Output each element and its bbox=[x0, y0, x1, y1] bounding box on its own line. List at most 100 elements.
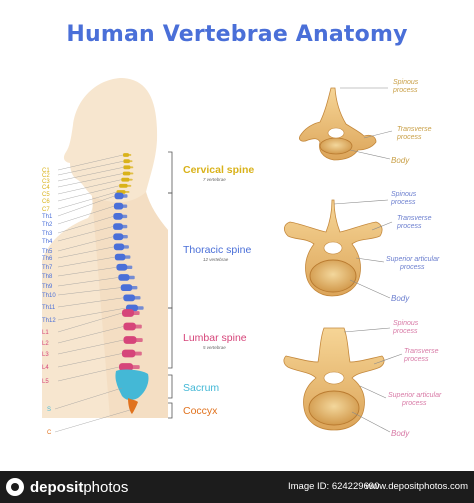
leader-line bbox=[57, 185, 120, 202]
vertebra-label-c2: C2 bbox=[42, 173, 50, 179]
vertebra-label-th9: Th9 bbox=[42, 284, 53, 290]
spinous-process-th1 bbox=[122, 194, 128, 198]
cervical-sub: 7 vertebrae bbox=[203, 177, 226, 182]
leader-line bbox=[57, 161, 124, 176]
leader-line bbox=[57, 206, 114, 225]
leader-line bbox=[57, 226, 114, 242]
page-title: Human Vertebrae Anatomy bbox=[66, 22, 408, 47]
vertebra-l3 bbox=[123, 336, 137, 344]
spinous-process-l1 bbox=[133, 311, 140, 315]
leader-line bbox=[57, 236, 114, 252]
footer-bar: depositphotos Image ID: 624229690 www.de… bbox=[0, 471, 474, 503]
spinous-process-c3 bbox=[129, 166, 134, 169]
vertebra-th8 bbox=[116, 263, 128, 271]
vertebra-th11 bbox=[123, 294, 135, 302]
leader-line bbox=[57, 277, 119, 287]
vertebra-l2 bbox=[123, 322, 136, 331]
spinous-process-c1 bbox=[128, 154, 132, 156]
vertebra-l5 bbox=[119, 363, 133, 371]
lumbar-sub: 5 vertebrae bbox=[203, 345, 226, 350]
leader-line bbox=[57, 246, 114, 259]
leader-line bbox=[57, 312, 123, 333]
spinous-process-th5 bbox=[122, 235, 128, 239]
leader-line bbox=[57, 267, 117, 277]
spine bbox=[113, 153, 149, 414]
spinous-process-c4 bbox=[129, 172, 134, 175]
vertebra-label-th12: Th12 bbox=[42, 318, 56, 324]
vertebra-label-c7: C7 bbox=[42, 207, 50, 213]
spinous-process-th11 bbox=[134, 296, 141, 300]
thoracic-body-label: Body bbox=[391, 294, 410, 303]
leader-line bbox=[57, 154, 124, 171]
image-id: Image ID: 624229690 bbox=[288, 481, 380, 492]
spinous-process-l4 bbox=[134, 351, 142, 356]
sacrum-bone bbox=[115, 369, 149, 401]
leader-line bbox=[57, 366, 120, 382]
leader-line bbox=[57, 353, 122, 368]
lumbar-body-label: Body bbox=[391, 429, 410, 438]
spinous-process-th4 bbox=[121, 224, 128, 229]
vertebra-label-l1: L1 bbox=[42, 330, 49, 336]
site-url[interactable]: www.depositphotos.com bbox=[365, 481, 468, 492]
vertebra-label-c4: C4 bbox=[42, 185, 50, 191]
vertebra-label-th5: Th5 bbox=[42, 249, 53, 255]
vertebra-label-c5: C5 bbox=[42, 192, 50, 198]
vertebra-label-c1: C1 bbox=[42, 168, 50, 174]
coccyx-title: Coccyx bbox=[183, 405, 218, 417]
spinous-process-th7 bbox=[124, 255, 131, 259]
coccyx-letter-label: C bbox=[47, 430, 52, 436]
vertebra-label-th11: Th11 bbox=[42, 305, 56, 311]
thoracic-sub: 12 vertebrae bbox=[203, 257, 229, 262]
vertebra-c3 bbox=[123, 165, 131, 170]
spinous-process-th2 bbox=[122, 204, 128, 208]
cervical-body-label: Body bbox=[391, 156, 410, 165]
vertebra-th4 bbox=[113, 223, 123, 230]
vertebra-label-th8: Th8 bbox=[42, 274, 53, 280]
vertebra-label-th10: Th10 bbox=[42, 293, 56, 299]
vertebra-label-l2: L2 bbox=[42, 341, 49, 347]
leader-line bbox=[57, 339, 124, 355]
vertebra-label-th4: Th4 bbox=[42, 239, 53, 245]
spinous-process-c2 bbox=[128, 160, 133, 163]
leader-line bbox=[57, 297, 124, 308]
section-brackets bbox=[168, 151, 173, 419]
sacrum-letter-label: S bbox=[47, 407, 51, 413]
spinous-process-th9 bbox=[128, 275, 135, 280]
vertebra-label-l3: L3 bbox=[42, 352, 49, 358]
spinous-process-l5 bbox=[132, 365, 140, 369]
spinous-process-th12 bbox=[137, 306, 144, 310]
vertebra-label-th6: Th6 bbox=[42, 256, 53, 262]
vertebra-c4 bbox=[122, 171, 131, 176]
leader-line bbox=[57, 256, 115, 268]
vertebra-label-th7: Th7 bbox=[42, 265, 53, 271]
vertebra-c5 bbox=[121, 177, 130, 182]
vertebra-th7 bbox=[114, 253, 126, 261]
vertebra-l4 bbox=[121, 349, 136, 358]
vertebra-th10 bbox=[120, 284, 133, 291]
vertebra-label-th1: Th1 bbox=[42, 214, 53, 220]
vertebra-label-l4: L4 bbox=[42, 365, 49, 371]
vertebra-label-l5: L5 bbox=[42, 379, 49, 385]
vertebra-th5 bbox=[113, 233, 124, 241]
thoracic-vertebra-illustration bbox=[284, 199, 383, 297]
vertebra-th9 bbox=[118, 274, 130, 281]
vertebra-label-c6: C6 bbox=[42, 199, 50, 205]
vertebra-th3 bbox=[113, 213, 123, 220]
vertebra-l1 bbox=[122, 309, 134, 317]
spinous-process-l2 bbox=[134, 324, 142, 329]
spinous-process-c5 bbox=[128, 178, 133, 181]
spinous-process-th8 bbox=[126, 265, 133, 269]
thoracic-title: Thoracic spine bbox=[183, 244, 251, 256]
spinous-process-c6 bbox=[126, 184, 132, 187]
vertebra-label-th2: Th2 bbox=[42, 222, 53, 228]
brand-name: depositphotos bbox=[30, 479, 129, 496]
coccyx-bone bbox=[128, 398, 138, 414]
spinous-process-th3 bbox=[121, 214, 128, 219]
vertebra-th1 bbox=[114, 192, 124, 200]
